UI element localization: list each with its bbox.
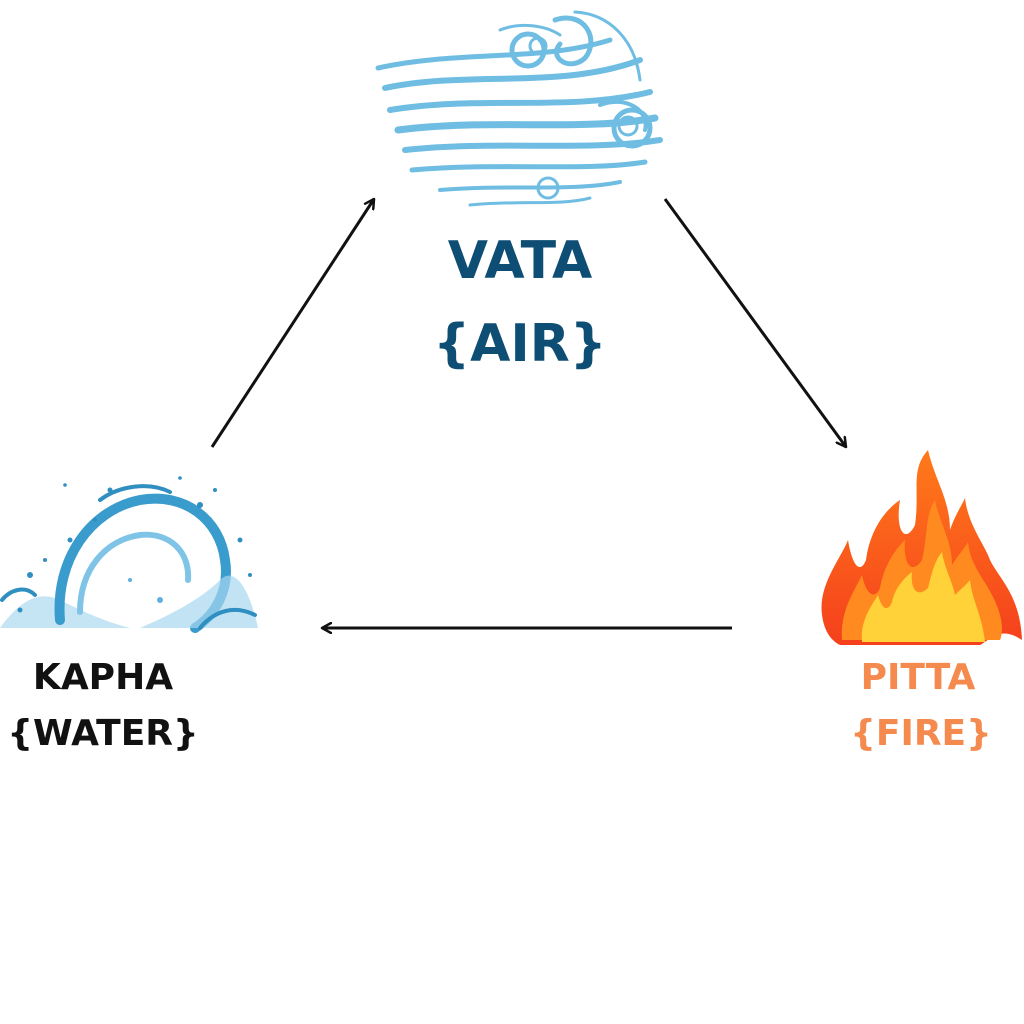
pitta-label: PITTA bbox=[860, 657, 976, 698]
kapha-element-label: {WATER} bbox=[7, 713, 199, 754]
vata-label: VATA bbox=[447, 231, 593, 291]
vata-element-label: {AIR} bbox=[433, 314, 607, 374]
flame-icon bbox=[821, 450, 1022, 645]
wind-icon bbox=[375, 10, 663, 207]
kapha-label: KAPHA bbox=[32, 657, 174, 698]
arrow-kapha-to-vata bbox=[210, 199, 376, 448]
pitta-element-label: {FIRE} bbox=[850, 713, 992, 754]
water-splash-icon bbox=[0, 476, 258, 633]
arrow-vata-to-pitta bbox=[663, 198, 846, 447]
